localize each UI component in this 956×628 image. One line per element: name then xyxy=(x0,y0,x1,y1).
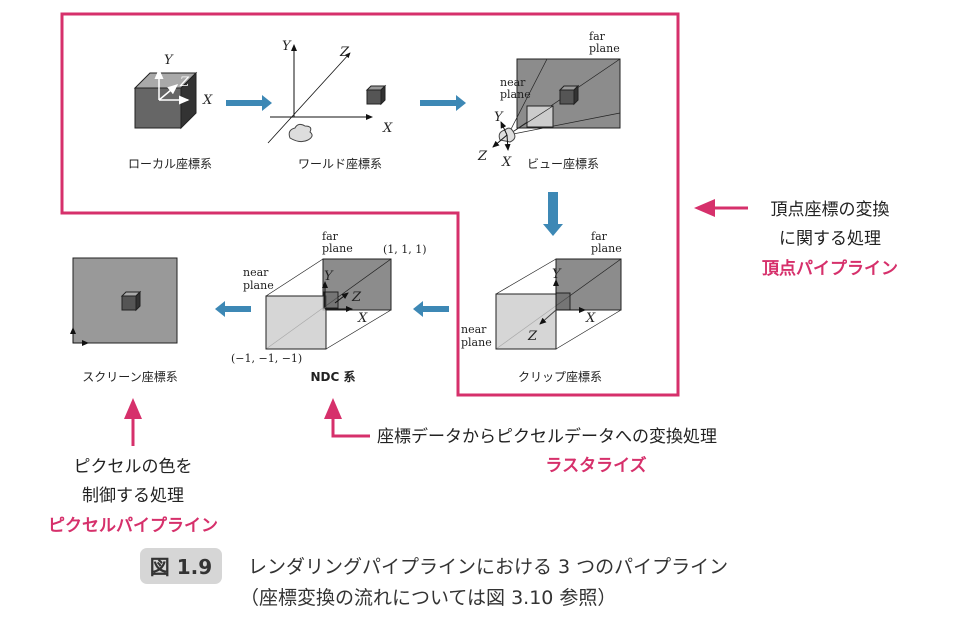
far-plane-label: far xyxy=(589,30,606,43)
pixel-pipeline-name: ピクセルパイプライン xyxy=(48,515,218,536)
min-corner-label: (−1, −1, −1) xyxy=(231,352,302,365)
axis-label-x: X xyxy=(382,121,393,136)
axis-label-y: Y xyxy=(552,267,562,282)
near-plane-label: near xyxy=(500,76,526,89)
figure-caption-title: レンダリングパイプラインにおける 3 つのパイプライン xyxy=(248,556,728,578)
far-plane-label: plane xyxy=(589,42,620,55)
axis-label-y: Y xyxy=(282,39,292,54)
screen-figure xyxy=(70,257,178,346)
vertex-pipeline-outline xyxy=(60,12,680,397)
local-coordinate-figure: Y X Z xyxy=(133,53,213,130)
flow-arrow-left-icon xyxy=(215,301,251,317)
vertex-pipeline-name: 頂点パイプライン xyxy=(762,258,898,279)
near-plane-label: near xyxy=(461,323,487,336)
axis-label-x: X xyxy=(357,311,368,326)
figure-number: 図 1.9 xyxy=(150,555,212,579)
pixel-annotation-line: ピクセルの色を xyxy=(74,457,193,477)
view-frustum-figure: Y Z X far plane near plane xyxy=(477,30,621,170)
axis-label-z: Z xyxy=(351,290,362,305)
axis-label-x: X xyxy=(585,311,596,326)
max-corner-label: (1, 1, 1) xyxy=(383,243,427,256)
far-plane-label: plane xyxy=(591,242,622,255)
world-coordinate-figure: Y X Z xyxy=(267,39,393,144)
vertex-annotation-line: に関する処理 xyxy=(779,229,881,249)
flow-arrow-down-icon xyxy=(543,192,563,236)
raster-annotation-arrow-icon xyxy=(324,398,370,438)
raster-annotation-line: 座標データからピクセルデータへの変換処理 xyxy=(377,426,717,447)
near-plane-label: plane xyxy=(243,279,274,292)
near-plane-label: plane xyxy=(500,88,531,101)
figure-number-badge xyxy=(140,548,222,584)
ndc-figure: Y X Z far plane near plane (1, 1, 1) (−1… xyxy=(231,230,427,365)
axis-label-x: X xyxy=(202,93,213,108)
vertex-annotation-line: 頂点座標の変換 xyxy=(771,200,890,220)
far-plane-label: far xyxy=(322,230,339,243)
clip-space-figure: Y X Z far plane near plane xyxy=(461,230,622,350)
axis-label-y: Y xyxy=(164,53,174,68)
flow-arrow-left-icon xyxy=(413,301,449,317)
screen-coordinate-label: スクリーン座標系 xyxy=(82,369,177,384)
flow-arrow-icon xyxy=(420,95,466,111)
far-plane-label: far xyxy=(591,230,608,243)
axis-label-x: X xyxy=(501,155,512,170)
local-coordinate-label: ローカル座標系 xyxy=(128,156,212,171)
axis-label-z: Z xyxy=(179,75,190,90)
far-plane-label: plane xyxy=(322,242,353,255)
world-coordinate-label: ワールド座標系 xyxy=(298,156,382,171)
clip-coordinate-label: クリップ座標系 xyxy=(518,369,602,384)
near-plane-label: near xyxy=(243,266,269,279)
view-coordinate-label: ビュー座標系 xyxy=(527,156,599,171)
axis-label-z: Z xyxy=(527,329,538,344)
axis-label-y: Y xyxy=(324,269,334,284)
pixel-annotation-line: 制御する処理 xyxy=(82,486,184,506)
axis-label-z: Z xyxy=(339,45,350,60)
axis-label-y: Y xyxy=(494,110,504,125)
figure-caption-subtitle: （座標変換の流れについては図 3.10 参照） xyxy=(240,587,616,609)
near-plane-label: plane xyxy=(461,336,492,349)
axis-label-z: Z xyxy=(477,149,488,164)
ndc-label: NDC 系 xyxy=(311,369,356,384)
flow-arrow-icon xyxy=(226,95,272,111)
rasterize-name: ラスタライズ xyxy=(545,455,646,476)
